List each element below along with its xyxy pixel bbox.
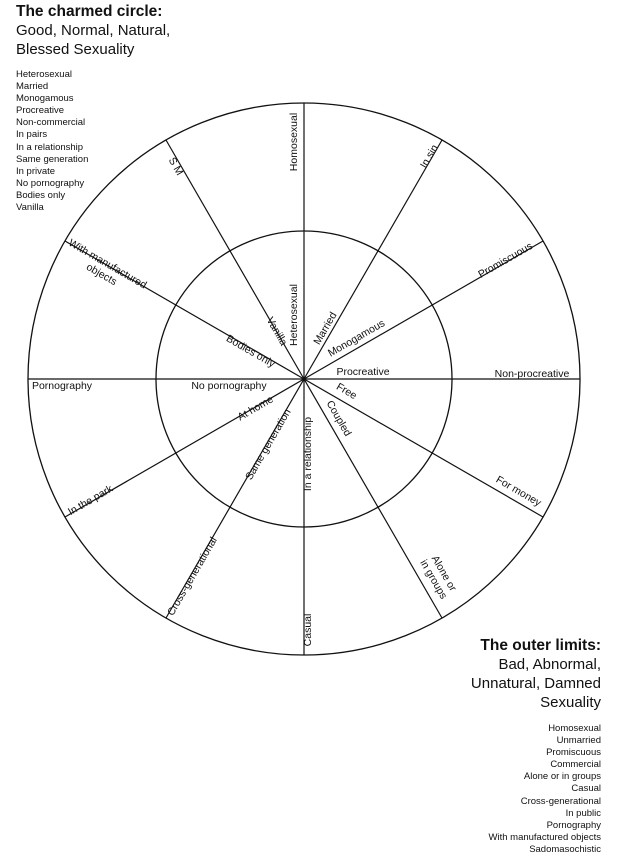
list-item: Procreative <box>16 105 65 117</box>
label-line: Vanilla <box>264 315 290 348</box>
outer-label-s-m: S M <box>166 155 186 177</box>
list-item: Alone or in groups <box>523 771 601 783</box>
list-item: Unmarried <box>556 735 601 747</box>
label-line: For money <box>494 474 544 510</box>
charmed-circle-subtitle-line-2: Blessed Sexuality <box>16 41 135 58</box>
outer-label-in-the-park: In the park <box>66 482 116 518</box>
list-item: Sadomasochistic <box>529 843 601 855</box>
label-line: Promiscuous <box>476 240 535 281</box>
outer-limits-subtitle-line-1: Bad, Abnormal, <box>498 656 601 673</box>
outer-label-with-manufactured: With manufacturedobjects <box>60 237 148 302</box>
outer-label-promiscuous: Promiscuous <box>476 240 535 281</box>
outer-limits-legend: The outer limits: Bad, Abnormal, Unnatur… <box>341 636 601 856</box>
list-item: In public <box>565 807 601 819</box>
list-item: Commercial <box>550 759 601 771</box>
list-item: Same generation <box>16 153 89 165</box>
spoke-12 <box>165 139 305 380</box>
spoke-6 <box>303 378 443 619</box>
list-item: Non-commercial <box>16 117 86 129</box>
inner-label-at-home: At home <box>236 393 276 423</box>
label-line: Procreative <box>336 366 389 378</box>
outer-limits-subtitle-line-2: Unnatural, Damned <box>470 675 601 692</box>
list-item: In private <box>16 165 56 177</box>
label-line: Cross-generational <box>165 535 220 618</box>
charmed-circle-legend: The charmed circle: Good, Normal, Natura… <box>16 2 256 214</box>
list-item: With manufactured objects <box>488 831 601 843</box>
outer-limits-title: The outer limits: <box>480 637 601 654</box>
list-item: Heterosexual <box>16 69 72 80</box>
list-item: In a relationship <box>16 141 84 153</box>
list-item: Cross-generational <box>520 795 601 807</box>
label-line: Casual <box>302 614 314 647</box>
label-line: In a relationship <box>302 417 314 491</box>
inner-label-no-pornography: No pornography <box>191 380 267 392</box>
list-item: In pairs <box>16 129 48 141</box>
label-line: Heterosexual <box>288 284 300 346</box>
label-line: Homosexual <box>288 113 300 171</box>
list-item: Bodies only <box>16 189 66 201</box>
label-line: In the park <box>66 482 116 518</box>
list-item: Casual <box>571 783 601 795</box>
label-line: S M <box>166 155 186 177</box>
outer-label-homosexual: Homosexual <box>288 113 300 171</box>
label-line: In sin <box>418 142 441 170</box>
spoke-8 <box>165 378 305 619</box>
label-line: Pornography <box>32 380 93 392</box>
label-line: No pornography <box>191 380 267 392</box>
inner-label-in-a-relationship: In a relationship <box>302 417 314 491</box>
spoke-5 <box>303 378 544 518</box>
inner-label-bodies-only: Bodies only <box>224 333 278 371</box>
outer-label-casual: Casual <box>302 614 314 647</box>
outer-limits-list: Homosexual Unmarried Promiscuous Commerc… <box>341 723 601 856</box>
outer-label-non-procreative: Non-procreative <box>495 368 570 380</box>
list-item: No pornography <box>16 177 85 189</box>
outer-limits-subtitle-line-3: Sexuality <box>540 694 601 711</box>
label-line: At home <box>236 393 276 423</box>
spoke-2 <box>303 139 443 380</box>
list-item: Monogamous <box>16 93 74 105</box>
spoke-9 <box>64 378 305 518</box>
charmed-circle-list: Heterosexual Married Monogamous Procreat… <box>16 69 256 214</box>
spoke-11 <box>64 240 305 380</box>
inner-label-procreative: Procreative <box>336 366 389 378</box>
inner-label-vanilla: Vanilla <box>264 315 290 348</box>
charmed-circle-title: The charmed circle: <box>16 3 163 20</box>
outer-label-for-money: For money <box>494 474 544 510</box>
label-line: Non-procreative <box>495 368 570 380</box>
list-item: Pornography <box>546 819 601 831</box>
list-item: Married <box>16 81 49 93</box>
list-item: Promiscuous <box>546 747 601 759</box>
inner-label-heterosexual: Heterosexual <box>288 284 300 346</box>
outer-label-alone-or: Alone orin groups <box>417 552 459 601</box>
list-item: Vanilla <box>16 202 44 214</box>
spoke-3 <box>303 240 544 380</box>
label-line: Bodies only <box>224 333 278 371</box>
outer-label-cross-generational: Cross-generational <box>165 535 220 618</box>
outer-label-in-sin: In sin <box>418 142 441 170</box>
outer-label-pornography: Pornography <box>32 380 93 392</box>
charmed-circle-subtitle-line-1: Good, Normal, Natural, <box>16 22 171 39</box>
list-item: Homosexual <box>548 723 601 734</box>
